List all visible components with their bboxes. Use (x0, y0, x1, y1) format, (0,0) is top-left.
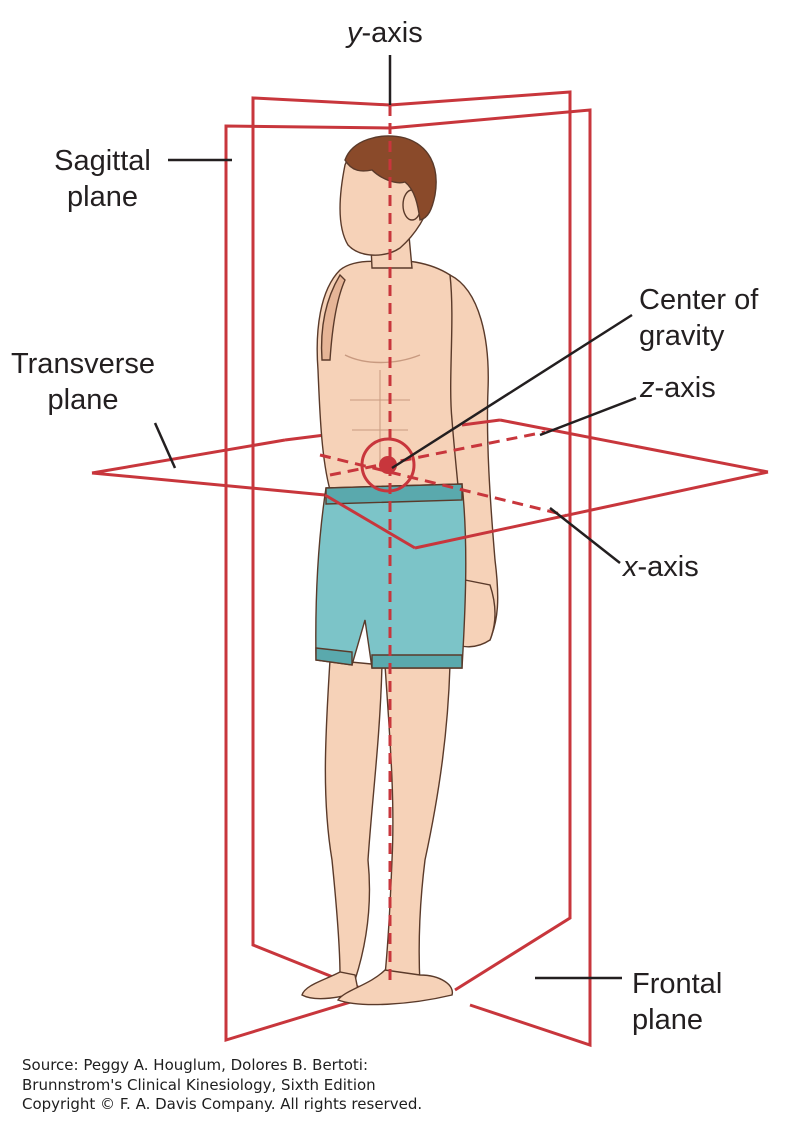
transverse-leader (153, 422, 177, 469)
center-of-gravity-marker (360, 437, 416, 493)
human-figure (301, 135, 499, 1006)
transverse-plane-front (324, 418, 769, 550)
transverse-plane-back (91, 418, 769, 497)
x-axis-label: x-axis (623, 551, 699, 583)
frontal-plane (224, 108, 592, 1048)
x-axis-leader (549, 507, 621, 564)
z-axis-line (329, 430, 546, 477)
z-axis-leader (539, 396, 637, 437)
y-axis-label: y-axis (347, 17, 423, 49)
source-line: Source: Peggy A. Houglum, Dolores B. Ber… (22, 1056, 369, 1074)
source-line: Brunnstrom's Clinical Kinesiology, Sixth… (22, 1075, 376, 1094)
leader-lines (153, 158, 637, 980)
cog-leader (391, 313, 633, 470)
source-credit: Source: Peggy A. Houglum, Dolores B. Ber… (22, 1056, 422, 1115)
z-axis-label: z-axis (640, 372, 716, 404)
copyright-line: Copyright © F. A. Davis Company. All rig… (22, 1095, 423, 1113)
sagittal-plane (251, 90, 572, 1002)
